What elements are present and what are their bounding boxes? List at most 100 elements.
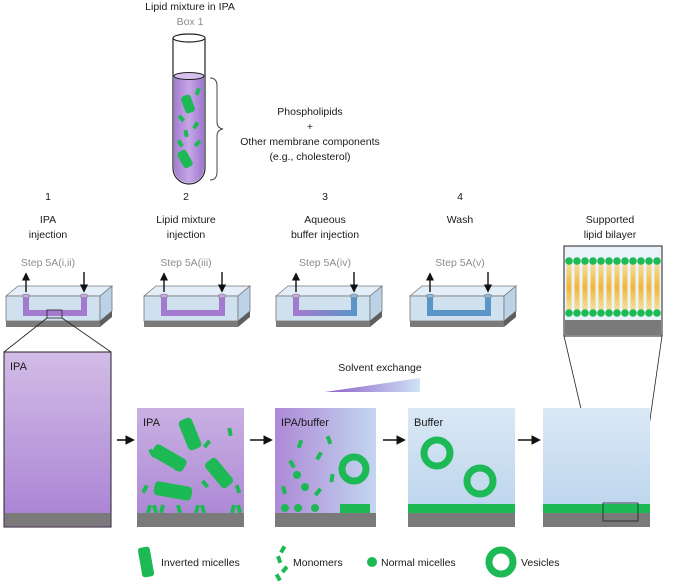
step-title-line2: lipid bilayer [584, 229, 637, 241]
normal-micelle [293, 471, 301, 479]
box1-test-tube-group: Lipid mixture in IPA Box 1 Phospholipids… [145, 1, 380, 185]
box-title: Lipid mixture in IPA [145, 1, 235, 13]
lipid-headgroup [621, 257, 629, 265]
bilayer-zoom-box [602, 502, 639, 522]
panel-ipa-buffer: IPA/buffer [275, 408, 376, 527]
step-title-line1: Aqueous [304, 214, 345, 226]
monomer [288, 459, 296, 469]
panel-lipid-mixture: IPA [137, 408, 244, 527]
step-3-header: 3 Aqueous buffer injection Step 5A(iv) [291, 191, 359, 269]
step-title-line2: injection [29, 229, 68, 241]
panel-buffer: Buffer [408, 408, 515, 527]
step-title-line1: Supported [586, 214, 635, 226]
legend-label: Normal micelles [381, 557, 456, 569]
legend-inverted-micelles: Inverted micelles [137, 546, 240, 578]
step-number: 2 [183, 191, 189, 203]
channel [427, 296, 491, 316]
monomer [313, 487, 323, 497]
normal-micelle [301, 483, 309, 491]
lipid-tail [630, 262, 636, 312]
lipid-tail [590, 262, 596, 312]
inverted-micelle [177, 149, 193, 169]
box-label: Box 1 [177, 16, 204, 28]
monomer [281, 485, 287, 495]
components-line2: Other membrane components [240, 136, 379, 148]
zoom-line-left [3, 317, 48, 353]
monomer [227, 427, 233, 437]
vesicle [338, 453, 370, 485]
legend-normal-micelles: Normal micelles [367, 557, 456, 569]
components-bracket [209, 77, 224, 181]
lipid-headgroup [645, 309, 653, 317]
channel [161, 296, 225, 316]
lipid-headgroup [605, 257, 613, 265]
monomer [194, 87, 201, 96]
lipid-tail [622, 262, 628, 312]
supported-bilayer [543, 504, 650, 513]
inverted-micelle [153, 481, 193, 501]
legend-vesicles: Vesicles [485, 546, 560, 578]
panel-supported-bilayer [543, 408, 650, 527]
lipid-tail [614, 262, 620, 312]
monomer [200, 479, 210, 489]
step-number: 4 [457, 191, 463, 203]
channel [293, 296, 357, 316]
legend-label: Inverted micelles [161, 557, 240, 569]
adsorbed-monomers [146, 504, 242, 514]
lipid-headgroup [581, 309, 589, 317]
monomer [176, 139, 184, 148]
monomer-icon [279, 545, 287, 554]
panel-label: IPA [10, 361, 28, 373]
panel-ipa: IPA [3, 351, 112, 528]
lipid-tail [654, 262, 660, 312]
step-number: 3 [322, 191, 328, 203]
monomer [325, 435, 333, 445]
zoom-box [46, 309, 63, 319]
monomer [183, 129, 189, 138]
legend: Inverted micelles Monomers Normal micell… [137, 545, 560, 582]
monomer [296, 439, 304, 449]
lipid-headgroup [637, 257, 645, 265]
step-title-line2: injection [167, 229, 206, 241]
lipid-tail [582, 262, 588, 312]
test-tube-outline [172, 38, 206, 185]
step-title-line1: Lipid mixture [156, 214, 216, 226]
step-ref: Step 5A(iii) [160, 257, 211, 269]
test-tube-opening [172, 33, 206, 43]
lipid-headgroup [645, 257, 653, 265]
monomer [141, 484, 149, 494]
lipid-tail [646, 262, 652, 312]
normal-micelle [311, 504, 319, 512]
monomer-icon [276, 555, 283, 564]
inverted-micelle [178, 417, 202, 451]
components-line3: (e.g., cholesterol) [269, 151, 350, 163]
inverted-micelle [204, 457, 234, 489]
step-number: 1 [45, 191, 51, 203]
legend-label: Monomers [293, 557, 343, 569]
panel-label: Buffer [414, 417, 443, 429]
bilayer-substrate [565, 320, 661, 335]
monomer [174, 462, 182, 472]
step-ref: Step 5A(iv) [299, 257, 351, 269]
legend-label: Vesicles [521, 557, 560, 569]
step-5-header: Supported lipid bilayer [584, 214, 637, 241]
step-2-header: 2 Lipid mixture injection Step 5A(iii) [156, 191, 216, 269]
step-title-line1: Wash [447, 214, 474, 226]
step-1-header: 1 IPA injection Step 5A(i,ii) [21, 191, 75, 269]
lipid-tails [566, 262, 660, 312]
lipid-headgroup [597, 257, 605, 265]
lipid-headgroup [565, 309, 573, 317]
chip-step-3 [274, 272, 384, 327]
lipid-headgroup [581, 257, 589, 265]
lipid-tail [566, 262, 572, 312]
vesicle-icon [485, 546, 517, 578]
liquid-surface [173, 72, 205, 80]
monomer [202, 439, 212, 449]
bilayer-zoom-inset [563, 245, 663, 337]
vesicle [420, 436, 454, 470]
lipid-headgroup [589, 257, 597, 265]
monomer [315, 451, 323, 461]
bilayer-patch [340, 504, 370, 513]
step-4-header: 4 Wash Step 5A(v) [435, 191, 485, 269]
normal-micelle [294, 504, 302, 512]
